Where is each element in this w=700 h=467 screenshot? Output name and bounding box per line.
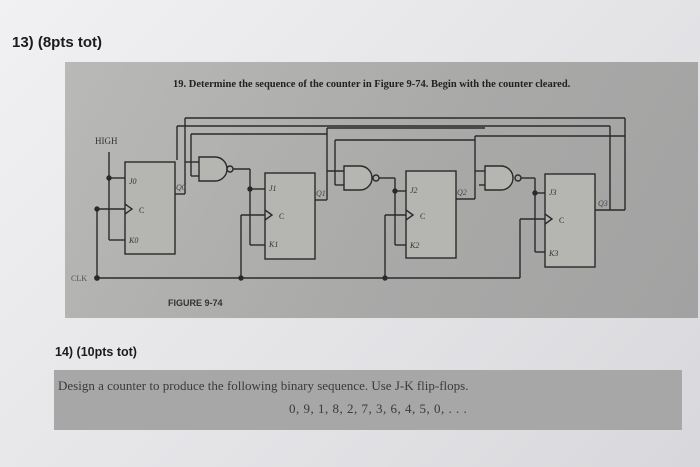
- ff0-j-label: J0: [129, 177, 137, 186]
- ff0-k-label: K0: [128, 236, 138, 245]
- ff0-q-label: Q0: [176, 183, 186, 192]
- ff1-k-label: K1: [268, 240, 278, 249]
- question-14-sequence: 0, 9, 1, 8, 2, 7, 3, 6, 4, 5, 0, . . .: [289, 401, 468, 416]
- ff2-q-label: Q2: [457, 188, 467, 197]
- ff2-c-label: C: [420, 212, 425, 221]
- question-13-heading: 13) (8pts tot): [12, 34, 102, 51]
- ff1-c-label: C: [279, 212, 284, 221]
- clk-label: CLK: [71, 274, 87, 283]
- high-label: HIGH: [95, 136, 118, 146]
- ff3-k-label: K3: [548, 249, 558, 258]
- question-14-instruction: Design a counter to produce the followin…: [58, 378, 469, 393]
- ff3-q-label: Q3: [598, 199, 608, 208]
- question-14-heading: 14) (10pts tot): [55, 345, 137, 359]
- question-14-box: Design a counter to produce the followin…: [54, 370, 682, 430]
- problem-19-text: 19. Determine the sequence of the counte…: [173, 79, 571, 90]
- figure-caption: FIGURE 9-74: [168, 298, 223, 308]
- ff0-c-label: C: [139, 206, 144, 215]
- ff2-j-label: J2: [410, 186, 418, 195]
- counter-circuit-diagram: HIGH CLK J0 C K0 Q0 J1 C K1 Q1 J2 C K2 Q…: [71, 117, 626, 308]
- ff2-k-label: K2: [409, 241, 419, 250]
- ff3-j-label: J3: [549, 188, 557, 197]
- ff1-q-label: Q1: [316, 189, 326, 198]
- figure-9-74-panel: 19. Determine the sequence of the counte…: [65, 62, 698, 318]
- ff3-c-label: C: [559, 216, 564, 225]
- ff1-j-label: J1: [269, 184, 277, 193]
